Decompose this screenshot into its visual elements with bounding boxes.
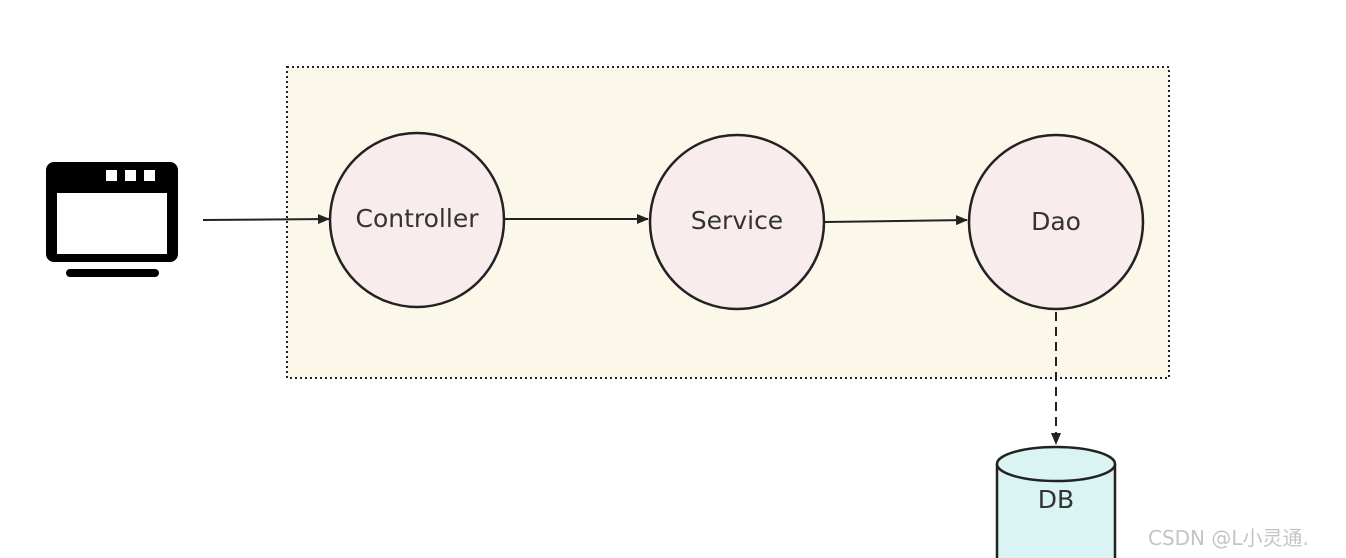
service-label: Service xyxy=(691,206,783,235)
db-label: DB xyxy=(1038,485,1074,514)
dao-node: Dao xyxy=(967,133,1145,311)
dao-label: Dao xyxy=(1031,207,1081,236)
browser-window-icon xyxy=(46,162,178,277)
arrow-client-to-controller xyxy=(202,214,330,225)
database-cylinder: DB xyxy=(995,445,1117,558)
watermark-text: CSDN @L小灵通. xyxy=(1148,526,1309,550)
controller-node: Controller xyxy=(328,131,506,309)
service-node: Service xyxy=(648,133,826,311)
arrow-service-to-dao xyxy=(824,215,968,226)
controller-label: Controller xyxy=(356,204,480,233)
